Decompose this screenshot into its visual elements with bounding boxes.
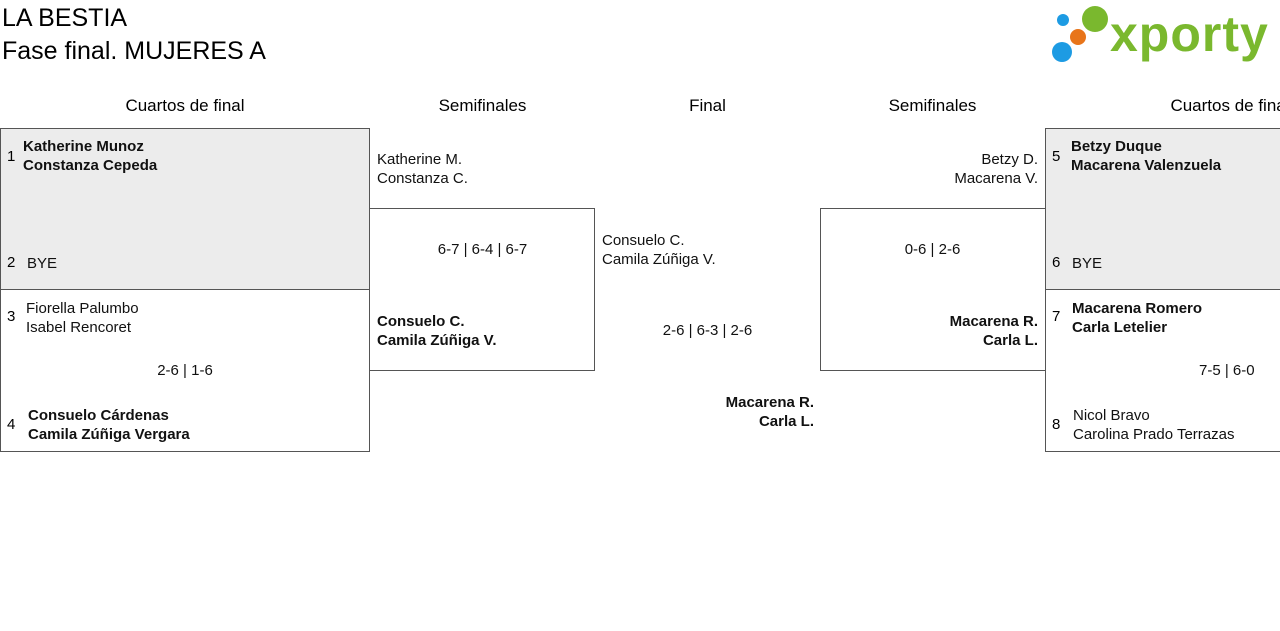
seed-number: 5: [1052, 148, 1061, 165]
team-right-semi-b[interactable]: Macarena R. Carla L.: [820, 312, 1038, 350]
team-final-a[interactable]: Consuelo C. Camila Zúñiga V.: [602, 231, 716, 269]
match-box-left-semi[interactable]: [369, 208, 595, 371]
tournament-title: LA BESTIA: [2, 4, 128, 32]
team-right-q2-a[interactable]: Macarena Romero Carla Letelier: [1072, 299, 1202, 337]
player-name: Carolina Prado Terrazas: [1073, 426, 1235, 443]
match-box-right-q1[interactable]: [1045, 128, 1280, 290]
player-name: Macarena R.: [949, 313, 1038, 330]
team-left-q1-b[interactable]: BYE: [27, 254, 57, 273]
player-name: Katherine Munoz: [23, 138, 144, 155]
player-name: Carla L.: [758, 413, 814, 430]
match-score: 2-6 | 1-6: [157, 362, 213, 379]
draw-subtitle: Fase final. MUJERES A: [2, 37, 266, 65]
player-name: Camila Zúñiga V.: [602, 251, 716, 268]
match-score: 0-6 | 2-6: [904, 241, 961, 258]
team-left-q2-b[interactable]: Consuelo Cárdenas Camila Zúñiga Vergara: [28, 406, 190, 444]
player-name: Macarena R.: [725, 394, 814, 411]
team-right-q2-b[interactable]: Nicol Bravo Carolina Prado Terrazas: [1073, 406, 1234, 444]
xporty-logo[interactable]: xporty: [1050, 4, 1274, 68]
team-left-q1-a[interactable]: Katherine Munoz Constanza Cepeda: [23, 137, 157, 175]
player-name: Camila Zúñiga Vergara: [28, 426, 190, 443]
round-header-right-quarters: Cuartos de final: [1170, 96, 1280, 115]
player-name: Nicol Bravo: [1073, 407, 1150, 424]
seed-number: 4: [7, 416, 16, 433]
round-header-final: Final: [689, 96, 726, 115]
player-name: Macarena Valenzuela: [1071, 157, 1222, 174]
bye-label: BYE: [1072, 255, 1103, 272]
seed-number: 6: [1052, 254, 1061, 271]
player-name: Camila Zúñiga V.: [377, 332, 497, 349]
player-name: Consuelo Cárdenas: [28, 407, 169, 424]
seed-number: 1: [7, 148, 16, 165]
player-name: Carla L.: [982, 332, 1038, 349]
team-final-b[interactable]: Macarena R. Carla L.: [595, 393, 814, 431]
logo-wordmark: xporty: [1110, 6, 1269, 62]
team-left-semi-b[interactable]: Consuelo C. Camila Zúñiga V.: [377, 312, 496, 350]
seed-number: 3: [7, 308, 16, 325]
player-name: Macarena V.: [954, 170, 1038, 187]
seed-number: 2: [7, 254, 16, 271]
round-header-left-semis: Semifinales: [438, 96, 527, 115]
bye-label: BYE: [27, 255, 58, 272]
match-box-left-q1[interactable]: [0, 128, 370, 290]
player-name: Constanza C.: [377, 170, 468, 187]
player-name: Consuelo C.: [377, 313, 465, 330]
team-right-q1-a[interactable]: Betzy Duque Macarena Valenzuela: [1071, 137, 1221, 175]
match-box-right-q2[interactable]: [1045, 289, 1280, 452]
player-name: Carla Letelier: [1072, 319, 1168, 336]
player-name: Consuelo C.: [602, 232, 685, 249]
team-right-semi-a[interactable]: Betzy D. Macarena V.: [820, 150, 1038, 188]
player-name: Betzy D.: [981, 151, 1038, 168]
seed-number: 8: [1052, 416, 1061, 433]
player-name: Constanza Cepeda: [23, 157, 158, 174]
player-name: Macarena Romero: [1072, 300, 1203, 317]
round-header-right-semis: Semifinales: [888, 96, 977, 115]
team-left-semi-a[interactable]: Katherine M. Constanza C.: [377, 150, 468, 188]
xporty-logo-mark: [1052, 6, 1108, 62]
player-name: Fiorella Palumbo: [26, 300, 139, 317]
match-score: 2-6 | 6-3 | 2-6: [662, 322, 753, 339]
player-name: Katherine M.: [377, 151, 463, 168]
player-name: Isabel Rencoret: [26, 319, 132, 336]
player-name: Betzy Duque: [1071, 138, 1162, 155]
match-score: 6-7 | 6-4 | 6-7: [437, 241, 528, 258]
team-left-q2-a[interactable]: Fiorella Palumbo Isabel Rencoret: [26, 299, 139, 337]
match-score: 7-5 | 6-0: [1199, 362, 1255, 379]
seed-number: 7: [1052, 308, 1061, 325]
round-header-left-quarters: Cuartos de final: [125, 96, 245, 115]
team-right-q1-b[interactable]: BYE: [1072, 254, 1102, 273]
